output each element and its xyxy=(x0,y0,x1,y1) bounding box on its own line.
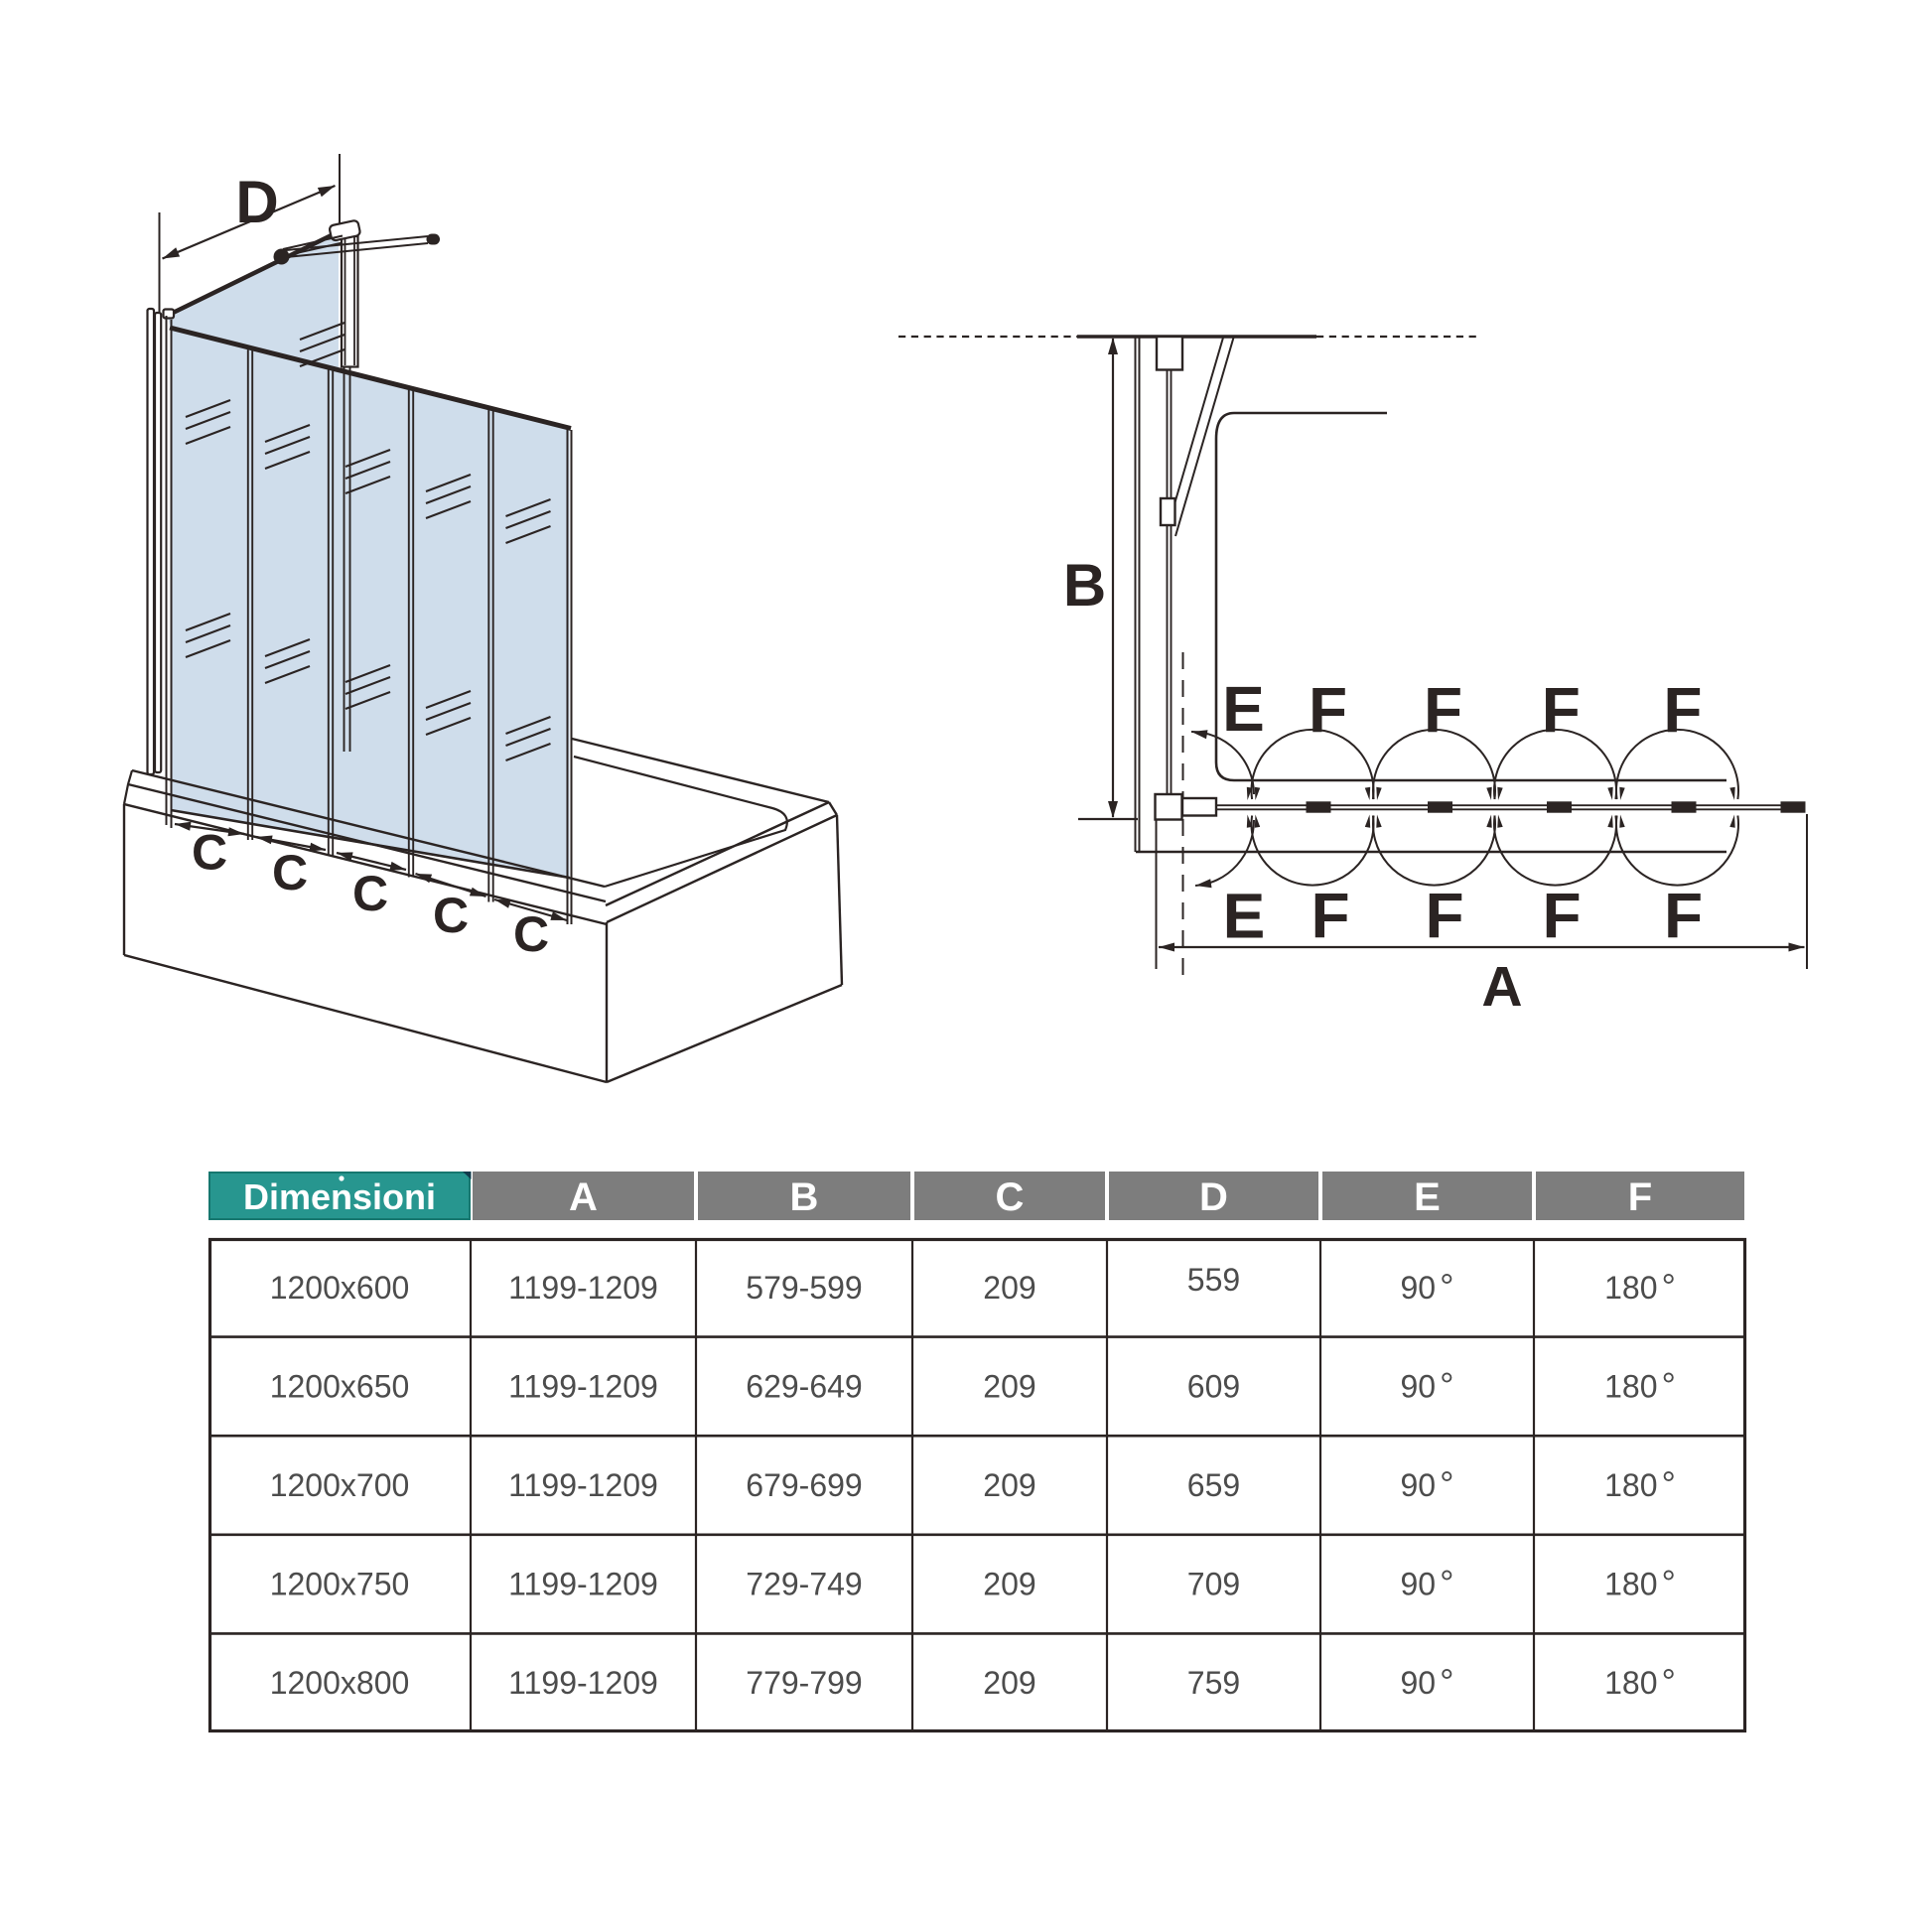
svg-text:C: C xyxy=(433,888,469,943)
svg-text:F: F xyxy=(1424,674,1462,746)
svg-text:90°: 90° xyxy=(1401,1563,1454,1603)
svg-text:B: B xyxy=(1063,552,1106,619)
svg-text:679-699: 679-699 xyxy=(746,1467,862,1503)
svg-text:180°: 180° xyxy=(1604,1364,1676,1405)
svg-text:F: F xyxy=(1542,674,1581,746)
svg-text:1199-1209: 1199-1209 xyxy=(508,1665,658,1701)
svg-text:559: 559 xyxy=(1187,1262,1240,1298)
svg-text:F: F xyxy=(1425,880,1463,951)
svg-text:90°: 90° xyxy=(1401,1661,1454,1702)
svg-text:90°: 90° xyxy=(1401,1463,1454,1504)
svg-text:E: E xyxy=(1222,673,1265,745)
svg-text:609: 609 xyxy=(1187,1368,1240,1404)
svg-text:729-749: 729-749 xyxy=(746,1567,862,1602)
svg-text:1199-1209: 1199-1209 xyxy=(508,1467,658,1503)
svg-text:209: 209 xyxy=(983,1270,1035,1306)
svg-text:759: 759 xyxy=(1187,1665,1240,1701)
svg-text:E: E xyxy=(1223,881,1266,952)
svg-text:D: D xyxy=(1199,1175,1228,1219)
svg-text:209: 209 xyxy=(983,1467,1035,1503)
svg-text:629-649: 629-649 xyxy=(746,1368,862,1404)
svg-text:F: F xyxy=(1663,674,1702,746)
svg-text:209: 209 xyxy=(983,1665,1035,1701)
svg-text:Dimensioni: Dimensioni xyxy=(243,1176,436,1217)
svg-text:C: C xyxy=(996,1175,1025,1219)
svg-text:A: A xyxy=(1481,955,1522,1019)
svg-text:C: C xyxy=(513,906,549,962)
svg-text:F: F xyxy=(1309,674,1347,746)
svg-text:90°: 90° xyxy=(1401,1364,1454,1405)
svg-text:E: E xyxy=(1414,1175,1441,1219)
svg-text:209: 209 xyxy=(983,1368,1035,1404)
svg-text:1200x750: 1200x750 xyxy=(270,1567,410,1602)
svg-text:1199-1209: 1199-1209 xyxy=(508,1270,658,1306)
svg-text:1200x700: 1200x700 xyxy=(270,1467,410,1503)
svg-text:1200x800: 1200x800 xyxy=(270,1665,410,1701)
svg-text:C: C xyxy=(272,845,308,900)
svg-text:90°: 90° xyxy=(1401,1266,1454,1307)
svg-text:209: 209 xyxy=(983,1567,1035,1602)
svg-text:C: C xyxy=(352,866,388,921)
svg-text:180°: 180° xyxy=(1604,1463,1676,1504)
svg-text:F: F xyxy=(1664,880,1703,951)
svg-text:1199-1209: 1199-1209 xyxy=(508,1567,658,1602)
svg-text:709: 709 xyxy=(1187,1567,1240,1602)
svg-text:C: C xyxy=(192,825,227,881)
svg-text:1199-1209: 1199-1209 xyxy=(508,1368,658,1404)
svg-text:1200x600: 1200x600 xyxy=(270,1270,410,1306)
svg-text:1200x650: 1200x650 xyxy=(270,1368,410,1404)
svg-text:D: D xyxy=(235,169,278,235)
svg-text:180°: 180° xyxy=(1604,1266,1676,1307)
svg-text:B: B xyxy=(790,1175,819,1219)
svg-text:180°: 180° xyxy=(1604,1563,1676,1603)
svg-text:579-599: 579-599 xyxy=(746,1270,862,1306)
svg-text:F: F xyxy=(1628,1175,1652,1219)
svg-text:F: F xyxy=(1311,880,1349,951)
svg-text:659: 659 xyxy=(1187,1467,1240,1503)
svg-text:A: A xyxy=(569,1175,598,1219)
svg-text:180°: 180° xyxy=(1604,1661,1676,1702)
svg-text:F: F xyxy=(1542,880,1581,951)
svg-text:779-799: 779-799 xyxy=(746,1665,862,1701)
